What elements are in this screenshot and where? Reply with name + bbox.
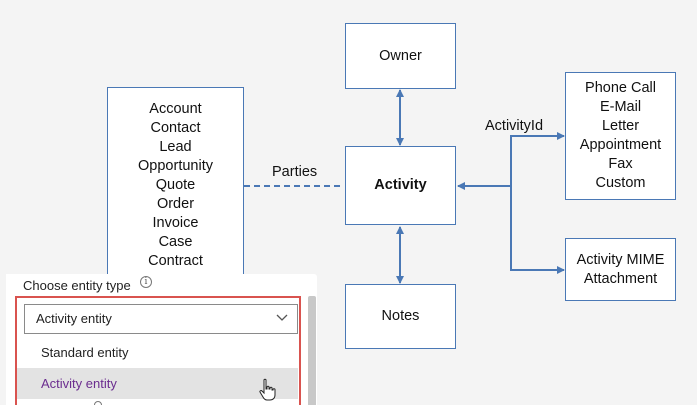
activity-type-item: Appointment: [579, 137, 662, 153]
parties-entity-item: Lead: [159, 139, 192, 155]
parties-entity-item: Order: [156, 196, 195, 212]
activity-type-item: Fax: [608, 156, 633, 172]
activity-type-item: Phone Call: [585, 80, 656, 96]
partial-option-icon: [94, 401, 102, 405]
mime-attachment-label: Attachment: [583, 270, 658, 287]
activityid-edge-label: ActivityId: [485, 118, 544, 134]
option-activity-entity[interactable]: Activity entity: [17, 368, 298, 399]
entity-type-panel: Choose entity type i Activity entity Sta…: [6, 274, 317, 405]
parties-edge-label: Parties: [272, 164, 318, 180]
parties-entity-item: Contract: [148, 253, 203, 269]
notes-node: Notes: [345, 284, 456, 349]
entity-type-label: Choose entity type: [23, 278, 131, 293]
parties-entity-item: Invoice: [152, 215, 199, 231]
parties-entity-item: Contact: [150, 120, 201, 136]
owner-node-label: Owner: [379, 47, 422, 64]
selection-highlight-frame: [15, 296, 301, 405]
owner-node: Owner: [345, 23, 456, 89]
parties-entities-node: Account Contact Lead Opportunity Quote O…: [107, 87, 244, 297]
activity-types-node: Phone Call E-Mail Letter Appointment Fax…: [565, 72, 676, 200]
entity-type-selected-value: Activity entity: [36, 311, 112, 326]
notes-node-label: Notes: [381, 308, 420, 324]
activity-type-item: Custom: [595, 175, 646, 191]
activity-type-item: E-Mail: [599, 99, 642, 115]
dropdown-scrollbar[interactable]: [308, 296, 316, 405]
chevron-down-icon: [276, 314, 288, 321]
parties-entity-item: Account: [149, 101, 202, 117]
mime-attachment-label: Activity MIME: [576, 251, 665, 268]
mime-attachment-node: Activity MIME Attachment: [565, 238, 676, 301]
activity-node-label: Activity: [374, 177, 427, 193]
activity-type-item: Letter: [601, 118, 640, 134]
parties-entity-item: Quote: [155, 177, 196, 193]
activity-node: Activity: [345, 146, 456, 225]
info-icon[interactable]: i: [140, 276, 152, 288]
parties-entity-item: Case: [158, 234, 193, 250]
parties-entity-item: Opportunity: [138, 158, 213, 174]
option-standard-entity[interactable]: Standard entity: [41, 345, 129, 360]
entity-type-select[interactable]: Activity entity: [24, 304, 298, 334]
hand-pointer-icon: [259, 378, 276, 401]
